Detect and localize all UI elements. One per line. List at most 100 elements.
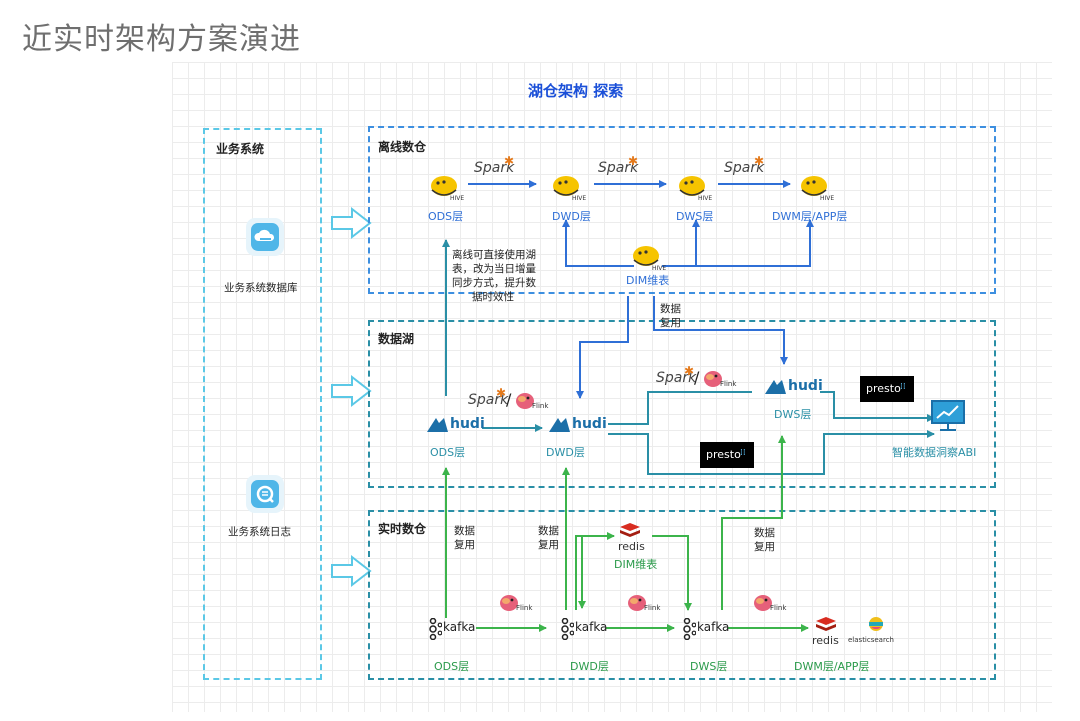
- svg-text:HIVE: HIVE: [450, 195, 464, 202]
- presto-dots-icon: ⁞⁞: [740, 448, 746, 458]
- flink-squirrel-icon: [498, 592, 520, 616]
- data-reuse-label: 数据: [754, 527, 775, 539]
- realtime-dwd-label: DWD层: [570, 660, 609, 673]
- log-search-icon: [245, 474, 285, 518]
- redis-text: redis: [812, 634, 839, 647]
- presto-text: presto: [866, 382, 901, 395]
- business-system-title: 业务系统: [216, 142, 265, 156]
- realtime-dim-label: DIM维表: [614, 558, 658, 571]
- offline-dwd-label: DWD层: [552, 210, 591, 223]
- data-reuse-label: 复用: [660, 317, 681, 329]
- redis-text: redis: [618, 540, 645, 553]
- hudi-text: hudi: [572, 416, 607, 432]
- offline-note-line: 离线可直接使用湖: [452, 249, 536, 261]
- hudi-text: hudi: [450, 416, 485, 432]
- spark-star-icon: ✱: [684, 364, 695, 378]
- flow-arrow-realtime-icon: [331, 554, 372, 588]
- redis-logo-icon: [618, 522, 642, 542]
- elasticsearch-text: elasticsearch: [848, 636, 894, 644]
- diagram-canvas: 湖仓架构 探索 业务系统 业务系统数据库 业务系统日志 离线数仓: [172, 62, 1052, 712]
- svg-text:HIVE: HIVE: [820, 195, 834, 202]
- kafka-text: kafka: [443, 620, 476, 634]
- spark-star-icon: ✱: [754, 154, 765, 168]
- spark-star-icon: ✱: [504, 154, 515, 168]
- hive-icon: HIVE: [428, 172, 464, 206]
- flink-squirrel-icon: [752, 592, 774, 616]
- offline-dw-title: 离线数仓: [378, 140, 427, 154]
- flink-text: Flink: [644, 604, 661, 612]
- hudi-text: hudi: [788, 378, 823, 394]
- lake-dws-label: DWS层: [774, 408, 812, 421]
- svg-text:HIVE: HIVE: [572, 195, 586, 202]
- flink-text: Flink: [532, 402, 549, 410]
- hive-icon: HIVE: [676, 172, 712, 206]
- flow-arrow-lake-icon: [331, 374, 372, 408]
- flow-arrow-offline-icon: [331, 206, 372, 240]
- offline-dim-label: DIM维表: [626, 274, 670, 287]
- flink-text: Flink: [516, 604, 533, 612]
- slash-separator: /: [506, 390, 512, 409]
- svg-text:HIVE: HIVE: [698, 195, 712, 202]
- realtime-dwm-app-label: DWM层/APP层: [794, 660, 870, 673]
- elasticsearch-logo-icon: [868, 616, 884, 636]
- offline-note-line: 表，改为当日增量: [452, 263, 536, 275]
- realtime-dws-label: DWS层: [690, 660, 728, 673]
- presto-text: presto: [706, 448, 741, 461]
- business-log-label: 业务系统日志: [228, 526, 291, 538]
- business-system-panel: [203, 128, 322, 680]
- data-reuse-label: 复用: [454, 539, 475, 551]
- data-lake-panel: [368, 320, 996, 488]
- hive-icon: HIVE: [550, 172, 586, 206]
- redis-logo-icon: [814, 616, 838, 636]
- kafka-text: kafka: [575, 620, 608, 634]
- kafka-logo-icon: [560, 617, 575, 644]
- kafka-logo-icon: [428, 617, 443, 644]
- hudi-logo-icon: [762, 376, 822, 398]
- spark-logo: Spark: [474, 160, 515, 176]
- bi-label: 智能数据洞察ABI: [892, 446, 977, 459]
- offline-dw-panel: [368, 126, 996, 294]
- page-title: 近实时架构方案演进: [22, 22, 301, 57]
- lake-dwd-label: DWD层: [546, 446, 585, 459]
- data-reuse-label: 数据: [660, 303, 681, 315]
- realtime-dw-panel: [368, 510, 996, 680]
- spark-logo: Spark: [598, 160, 639, 176]
- offline-dws-label: DWS层: [676, 210, 714, 223]
- dashboard-chart-icon: [928, 398, 968, 438]
- database-cloud-icon: [245, 217, 285, 261]
- kafka-logo-icon: [682, 617, 697, 644]
- data-reuse-label: 复用: [538, 539, 559, 551]
- hive-icon: HIVE: [798, 172, 834, 206]
- flink-text: Flink: [720, 380, 737, 388]
- data-reuse-label: 数据: [454, 525, 475, 537]
- offline-ods-label: ODS层: [428, 210, 464, 223]
- business-db-label: 业务系统数据库: [224, 282, 298, 294]
- spark-star-icon: ✱: [496, 386, 507, 400]
- connector-lines: [442, 180, 935, 632]
- presto-logo: presto ⁞⁞: [700, 442, 754, 468]
- spark-logo: Spark: [656, 370, 697, 386]
- spark-logo: Spark: [468, 392, 509, 408]
- presto-logo: presto ⁞⁞: [860, 376, 914, 402]
- presto-dots-icon: ⁞⁞: [900, 382, 906, 392]
- flink-squirrel-icon: [514, 390, 536, 414]
- data-reuse-label: 复用: [754, 541, 775, 553]
- offline-note-line: 同步方式，提升数: [452, 277, 536, 289]
- offline-dwm-app-label: DWM层/APP层: [772, 210, 848, 223]
- spark-logo: Spark: [724, 160, 765, 176]
- slash-separator: /: [694, 368, 700, 387]
- hive-icon: HIVE: [630, 242, 666, 276]
- realtime-ods-label: ODS层: [434, 660, 470, 673]
- spark-star-icon: ✱: [628, 154, 639, 168]
- flink-squirrel-icon: [626, 592, 648, 616]
- hudi-logo-icon: [546, 414, 606, 436]
- offline-note-line: 据时效性: [472, 291, 514, 303]
- flink-text: Flink: [770, 604, 787, 612]
- lake-ods-label: ODS层: [430, 446, 466, 459]
- realtime-dw-title: 实时数仓: [378, 522, 427, 536]
- svg-text:HIVE: HIVE: [652, 265, 666, 272]
- data-lake-title: 数据湖: [378, 332, 415, 346]
- kafka-text: kafka: [697, 620, 730, 634]
- hudi-logo-icon: [424, 414, 484, 436]
- diagram-title: 湖仓架构 探索: [528, 82, 624, 100]
